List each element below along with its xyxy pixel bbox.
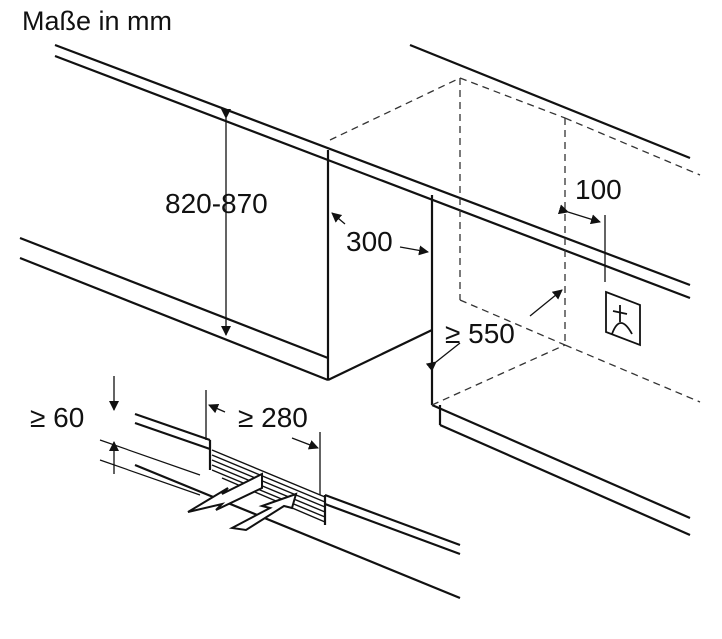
- vent-width-label: ≥ 280: [238, 402, 308, 433]
- countertop-edge: [54, 54, 691, 300]
- socket-icon: [605, 290, 641, 347]
- vent-grille: [211, 449, 326, 523]
- height-dimension-label: 820-870: [165, 188, 268, 219]
- units-title: Maße in mm: [22, 6, 173, 36]
- side-gap-label: 300: [346, 226, 393, 257]
- countertop-edge: [54, 43, 691, 287]
- niche-outline: [329, 77, 701, 406]
- airflow-out-arrow: [187, 472, 263, 513]
- airflow-in-arrow: [228, 492, 298, 532]
- depth-label: ≥ 550: [445, 318, 515, 349]
- socket-offset-label: 100: [575, 174, 622, 205]
- plinth-height-label: ≥ 60: [30, 402, 85, 433]
